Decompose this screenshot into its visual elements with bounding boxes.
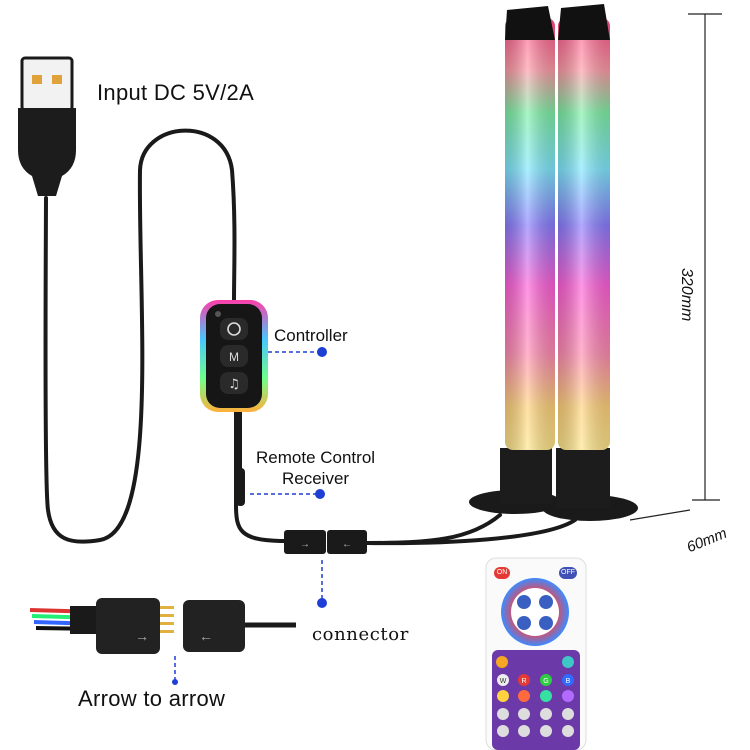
remote-on-button[interactable]: ON: [494, 567, 510, 579]
music-note-icon: ♫: [228, 377, 240, 392]
remote-key-r[interactable]: R: [521, 678, 526, 685]
female-plug: [183, 600, 245, 652]
pointers: [174, 351, 323, 680]
connector-label: connector: [312, 624, 409, 645]
svg-text:→: →: [135, 628, 149, 644]
remote-keys: [496, 656, 574, 737]
receiver-label: Remote Control Receiver: [256, 447, 375, 489]
inline-connector: → ←: [284, 530, 367, 554]
controller: M ♫: [200, 300, 268, 412]
usb-cable: [43, 128, 237, 544]
lamp-cable-2: [366, 518, 577, 546]
controller-label: Controller: [274, 326, 348, 345]
cables: [43, 128, 577, 546]
svg-text:←: ←: [199, 628, 213, 644]
dimension-lines: [629, 13, 722, 521]
controller-cable: [233, 408, 282, 543]
usb-plug: [18, 56, 76, 196]
mode-button[interactable]: [220, 345, 248, 367]
arrow-to-arrow-label: Arrow to arrow: [78, 686, 226, 711]
input-power-label: Input DC 5V/2A: [97, 80, 255, 105]
receiver-head: [236, 468, 245, 506]
lamp-bars: [469, 4, 638, 521]
remote-key-w[interactable]: W: [500, 678, 507, 685]
mode-icon: M: [229, 350, 239, 364]
svg-text:←: ←: [342, 539, 352, 550]
power-icon: [227, 322, 241, 336]
remote-key-g[interactable]: G: [543, 678, 548, 685]
arrow-connector: → ←: [29, 598, 296, 654]
male-plug: [96, 598, 160, 654]
height-dimension-label: 320mm: [678, 268, 695, 322]
power-button[interactable]: [220, 318, 248, 340]
remote-control: [485, 557, 587, 750]
receiver-label-line2: Receiver: [281, 469, 350, 488]
receiver-label-line1: Remote Control: [256, 448, 376, 467]
svg-text:→: →: [300, 539, 310, 550]
music-button[interactable]: [220, 372, 248, 394]
pointer-dots: [172, 347, 327, 685]
remote-off-button[interactable]: OFF: [559, 567, 577, 579]
remote-key-b[interactable]: B: [566, 678, 571, 685]
